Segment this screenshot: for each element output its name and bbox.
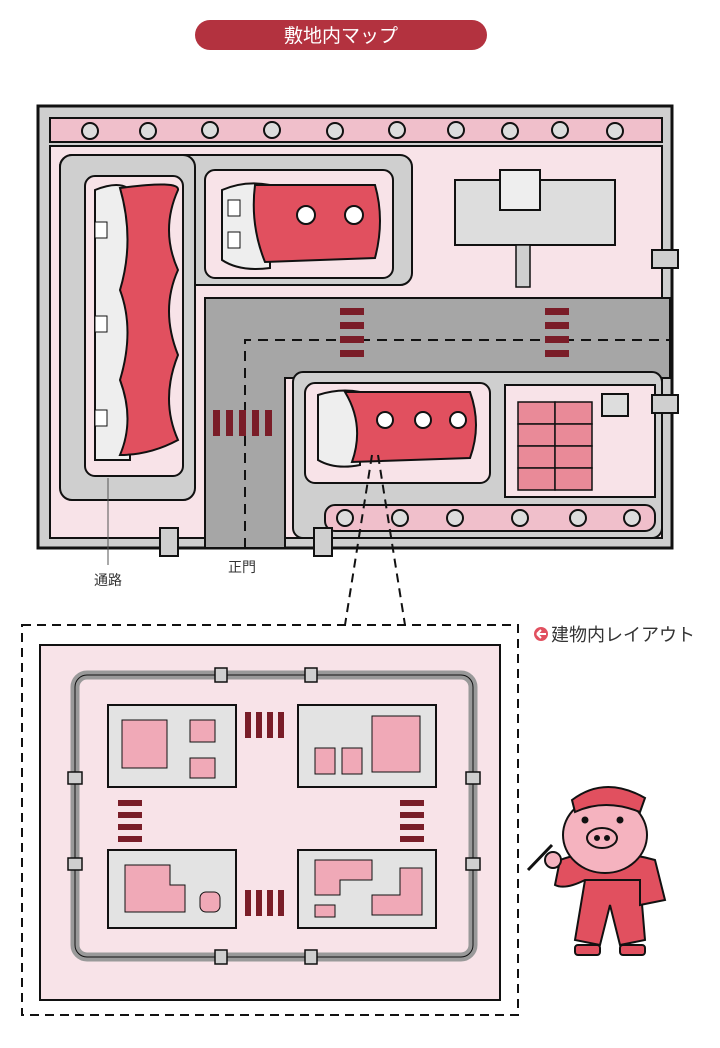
road — [204, 297, 671, 549]
title-text: 敷地内マップ — [284, 25, 398, 47]
crosswalks — [213, 308, 569, 436]
walkway-label: 通路 — [94, 573, 122, 589]
building-layout-label: 建物内レイアウト — [551, 625, 695, 646]
trees-top — [81, 121, 624, 140]
site-map: 通路 正門 — [36, 104, 679, 589]
small-shed — [601, 393, 629, 417]
building-grid — [517, 401, 593, 491]
layout-crosswalks — [118, 712, 424, 916]
room-top-right — [297, 704, 437, 788]
building-gray — [454, 169, 616, 288]
building-left — [94, 183, 180, 461]
room-bottom-right — [297, 849, 437, 929]
title-banner: 敷地内マップ — [195, 20, 487, 50]
main-gate-label: 正門 — [228, 560, 256, 576]
room-top-left — [107, 704, 237, 788]
building-center-lower — [317, 389, 477, 468]
gates — [159, 249, 679, 557]
building-layout — [21, 624, 519, 1016]
building-center-top — [221, 182, 381, 270]
road-centerline — [244, 339, 670, 548]
tree-strip-bottom — [324, 504, 656, 532]
room-bottom-left — [107, 849, 237, 929]
trees-bottom — [336, 509, 641, 527]
pig-mascot — [526, 786, 667, 956]
callout-lines — [344, 454, 406, 626]
layout-frame — [21, 624, 519, 1016]
layout-doors — [67, 667, 481, 965]
building-layout-link[interactable]: 建物内レイアウト — [534, 625, 695, 646]
